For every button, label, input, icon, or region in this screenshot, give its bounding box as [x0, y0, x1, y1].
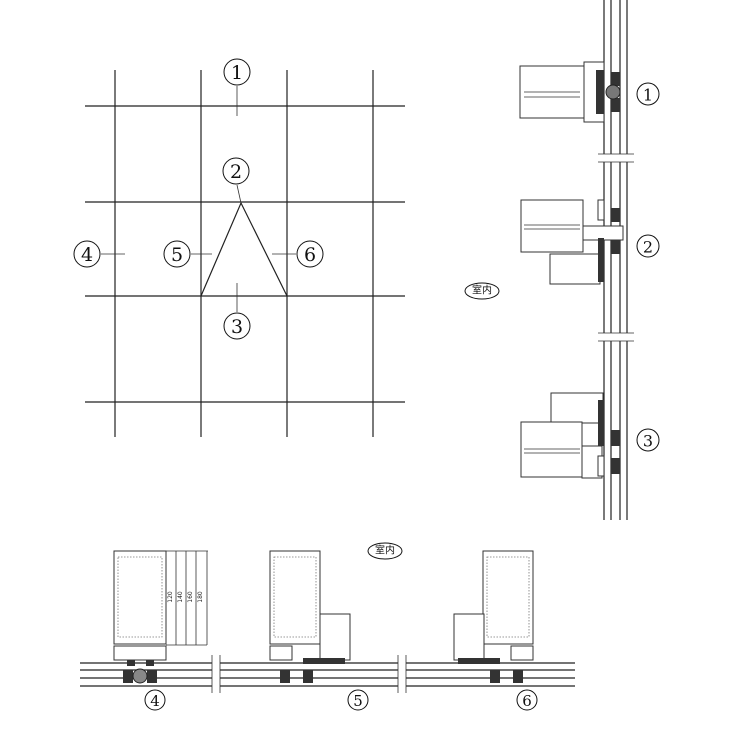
svg-text:室内: 室内: [375, 544, 395, 557]
horizontal-label-4: 4: [144, 689, 166, 711]
vertical-label-3: 3: [636, 428, 660, 452]
vertical-detail-3: [520, 392, 620, 479]
svg-text:3: 3: [231, 316, 243, 338]
dimension-160: 160: [187, 591, 194, 603]
vertical-label-1: 1: [636, 82, 660, 106]
svg-text:3: 3: [643, 432, 653, 451]
vertical-detail-2: [520, 199, 624, 285]
horizontal-detail-4: 120 140 160 180: [113, 550, 208, 684]
svg-text:4: 4: [150, 692, 160, 710]
plan-grid: [85, 70, 405, 437]
svg-text:5: 5: [171, 244, 183, 266]
svg-text:6: 6: [304, 244, 316, 266]
svg-text:1: 1: [231, 62, 243, 84]
svg-text:6: 6: [522, 692, 532, 710]
interior-tag-bottom: 室内: [367, 542, 403, 560]
svg-text:室内: 室内: [472, 284, 492, 297]
dimension-140: 140: [177, 591, 184, 603]
dimension-120: 120: [167, 591, 174, 603]
horizontal-detail-6: [453, 550, 534, 683]
plan-label-2: 2: [222, 157, 250, 185]
plan-label-6: 6: [296, 240, 324, 268]
horizontal-label-5: 5: [347, 689, 369, 711]
plan-label-1: 1: [223, 58, 251, 86]
plan-label-5: 5: [163, 240, 191, 268]
interior-tag-right: 室内: [464, 282, 500, 300]
svg-text:1: 1: [643, 86, 653, 105]
plan-label-4: 4: [73, 240, 101, 268]
svg-text:5: 5: [353, 692, 363, 710]
svg-text:2: 2: [230, 161, 242, 183]
svg-text:4: 4: [81, 244, 93, 266]
horizontal-detail-5: [269, 550, 351, 683]
vertical-detail-1: [519, 61, 621, 123]
triangle-opening: [200, 201, 288, 297]
dimension-180: 180: [197, 591, 204, 603]
plan-label-3: 3: [223, 312, 251, 340]
horizontal-label-6: 6: [516, 689, 538, 711]
svg-text:2: 2: [643, 238, 653, 257]
vertical-label-2: 2: [636, 234, 660, 258]
